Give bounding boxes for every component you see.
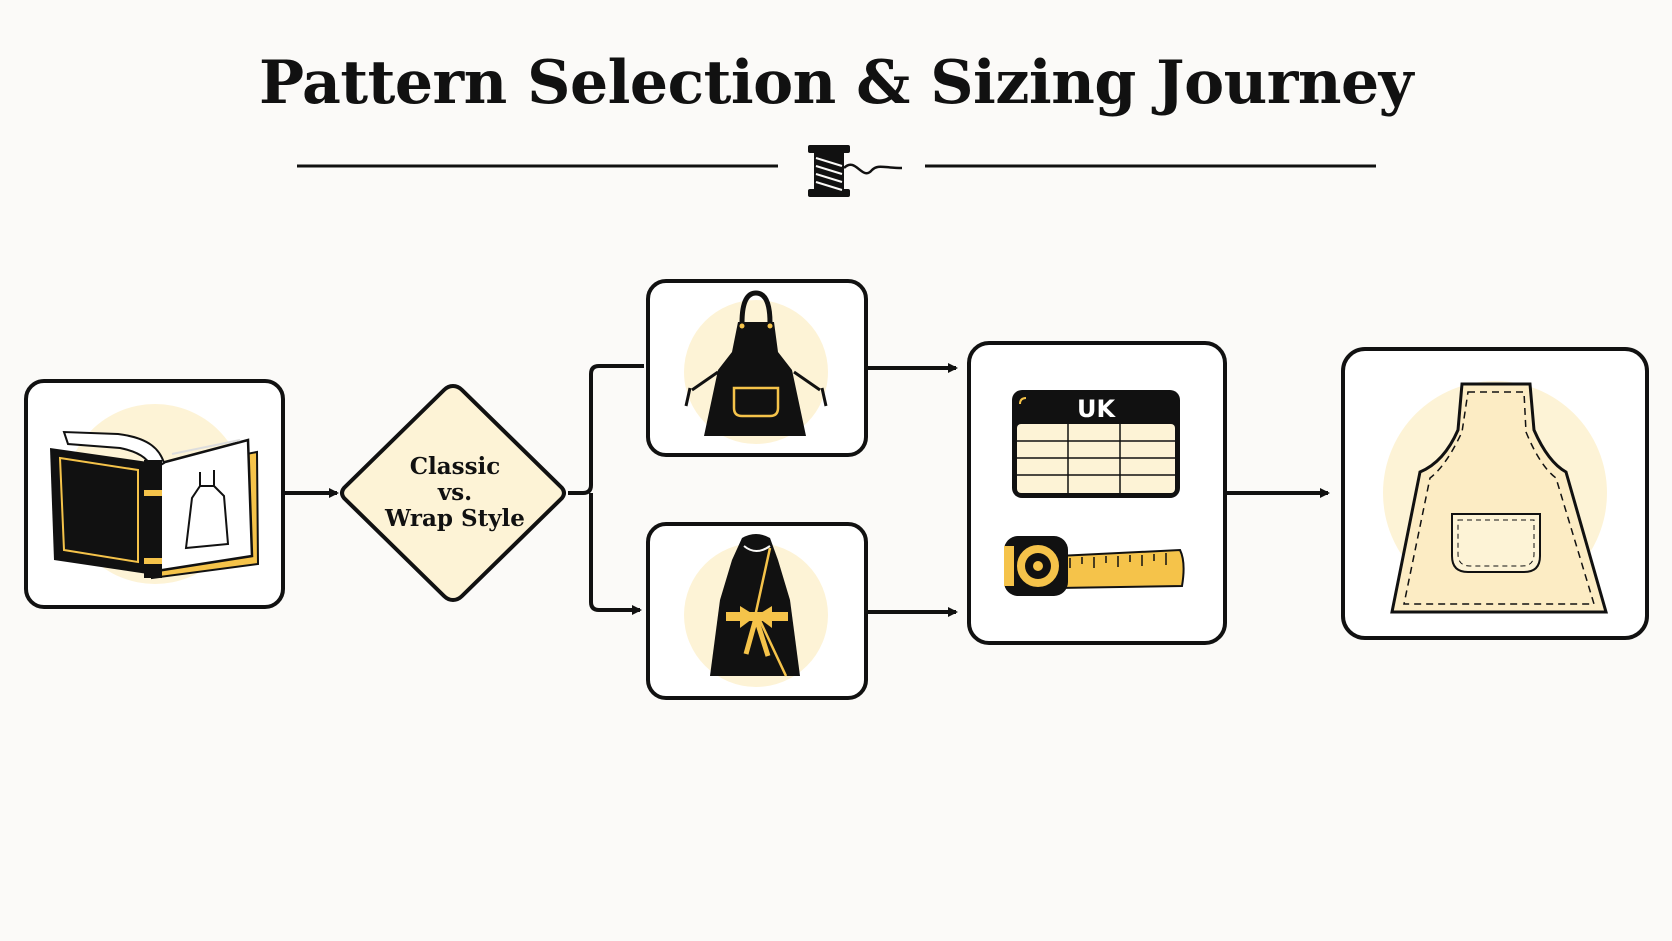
classic-apron-icon [684, 290, 828, 436]
branch-wrap [589, 493, 642, 615]
pattern-book-icon [50, 430, 260, 580]
wrap-apron-icon [710, 534, 800, 677]
decision-label-line2: vs. [437, 479, 472, 506]
node-finished-apron [1341, 347, 1649, 640]
node-pattern-book [24, 379, 285, 609]
size-chart-label: UK [1077, 395, 1116, 423]
branch-classic [568, 364, 644, 495]
size-chart-icon: UK [1012, 390, 1180, 498]
node-sizing: UK [967, 341, 1227, 645]
decision-label-line3: Wrap Style [384, 505, 525, 532]
node-classic-apron [646, 279, 868, 457]
connectors [283, 363, 1330, 617]
decision-node: Classic vs. Wrap Style [340, 383, 566, 603]
thread-spool-icon [808, 145, 903, 197]
diagram-title: Pattern Selection & Sizing Journey [259, 48, 1413, 118]
node-wrap-apron [646, 522, 868, 700]
title-divider [297, 145, 1376, 197]
tape-measure-icon [1004, 536, 1185, 596]
finished-apron-icon [1390, 382, 1608, 614]
decision-label-line1: Classic [410, 453, 501, 480]
